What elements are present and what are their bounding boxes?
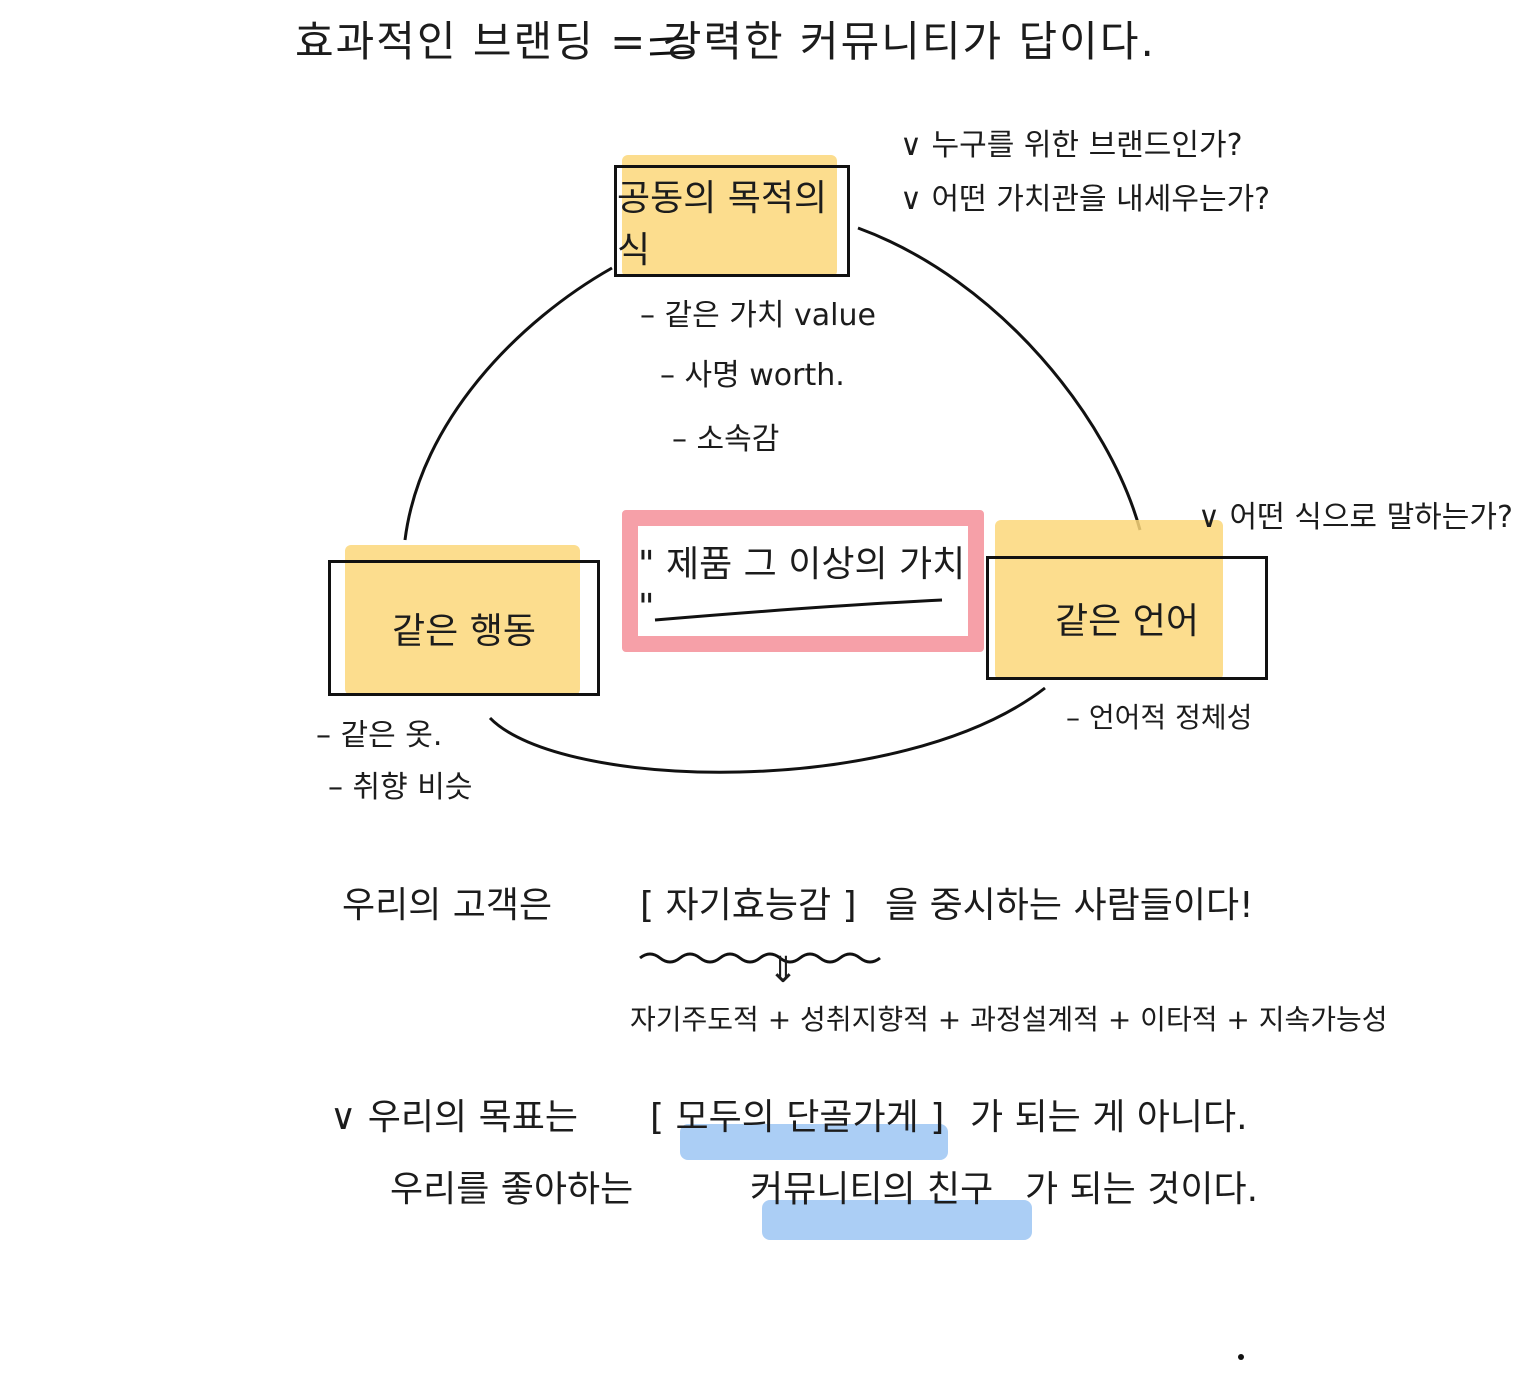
right-question: ∨ 어떤 식으로 말하는가?: [1198, 500, 1513, 535]
statement-expansion: 자기주도적 + 성취지향적 + 과정설계적 + 이타적 + 지속가능성: [630, 1003, 1388, 1036]
right-node-label: 같은 언어: [1055, 601, 1199, 642]
curve-left-to-right: [488, 686, 1046, 774]
title-equals: [649, 36, 693, 56]
goal-line1-bracket: [ 모두의 단골가게 ]: [650, 1097, 945, 1138]
page-title: 효과적인 브랜딩 = 강력한 커뮤니티가 답이다.: [295, 17, 1156, 66]
goal-line2-prefix: 우리를 좋아하는: [390, 1169, 634, 1210]
underline-center: [654, 598, 943, 622]
right-node-highlight: [995, 520, 1223, 680]
goal-highlight-2: [762, 1200, 1032, 1240]
top-node-highlight: [622, 155, 837, 277]
wavy-underline: [639, 952, 881, 964]
top-node-label: 공동의 목적의식: [617, 178, 828, 271]
top-question-1: ∨ 누구를 위한 브랜드인가?: [900, 128, 1243, 163]
left-node-box: 같은 행동: [328, 560, 600, 696]
left-item-2: – 취향 비슷: [328, 770, 473, 805]
goal-highlight-1: [680, 1124, 948, 1160]
right-item-1: – 언어적 정체성: [1066, 701, 1253, 734]
left-node-highlight: [345, 545, 580, 695]
center-value-text: " 제품 그 이상의 가치 ": [638, 543, 966, 628]
goal-line1-prefix: ∨ 우리의 목표는: [330, 1097, 578, 1138]
stray-dot: [1238, 1354, 1244, 1360]
goal-line2-suffix: 가 되는 것이다.: [1025, 1169, 1259, 1210]
left-node-label: 같은 행동: [392, 611, 536, 652]
top-item-1: – 같은 가치 value: [640, 298, 876, 333]
curve-top-to-right: [857, 226, 1142, 531]
goal-line1-suffix: 가 되는 게 아니다.: [970, 1097, 1248, 1138]
center-value-box: " 제품 그 이상의 가치 ": [622, 510, 984, 652]
goal-line2-highlight: 커뮤니티의 친구: [750, 1169, 994, 1210]
statement-arrow: ⇓: [768, 950, 799, 991]
top-item-3: – 소속감: [672, 422, 780, 457]
statement-prefix: 우리의 고객은: [342, 885, 553, 926]
top-item-2: – 사명 worth.: [660, 358, 845, 393]
statement-bracket: [ 자기효능감 ]: [640, 885, 857, 926]
top-node-box: 공동의 목적의식: [614, 165, 850, 277]
left-item-1: – 같은 옷.: [316, 718, 443, 753]
top-question-2: ∨ 어떤 가치관을 내세우는가?: [900, 182, 1271, 217]
curve-top-to-left: [403, 266, 613, 541]
statement-suffix: 을 중시하는 사람들이다!: [885, 885, 1254, 926]
right-node-box: 같은 언어: [986, 556, 1268, 680]
